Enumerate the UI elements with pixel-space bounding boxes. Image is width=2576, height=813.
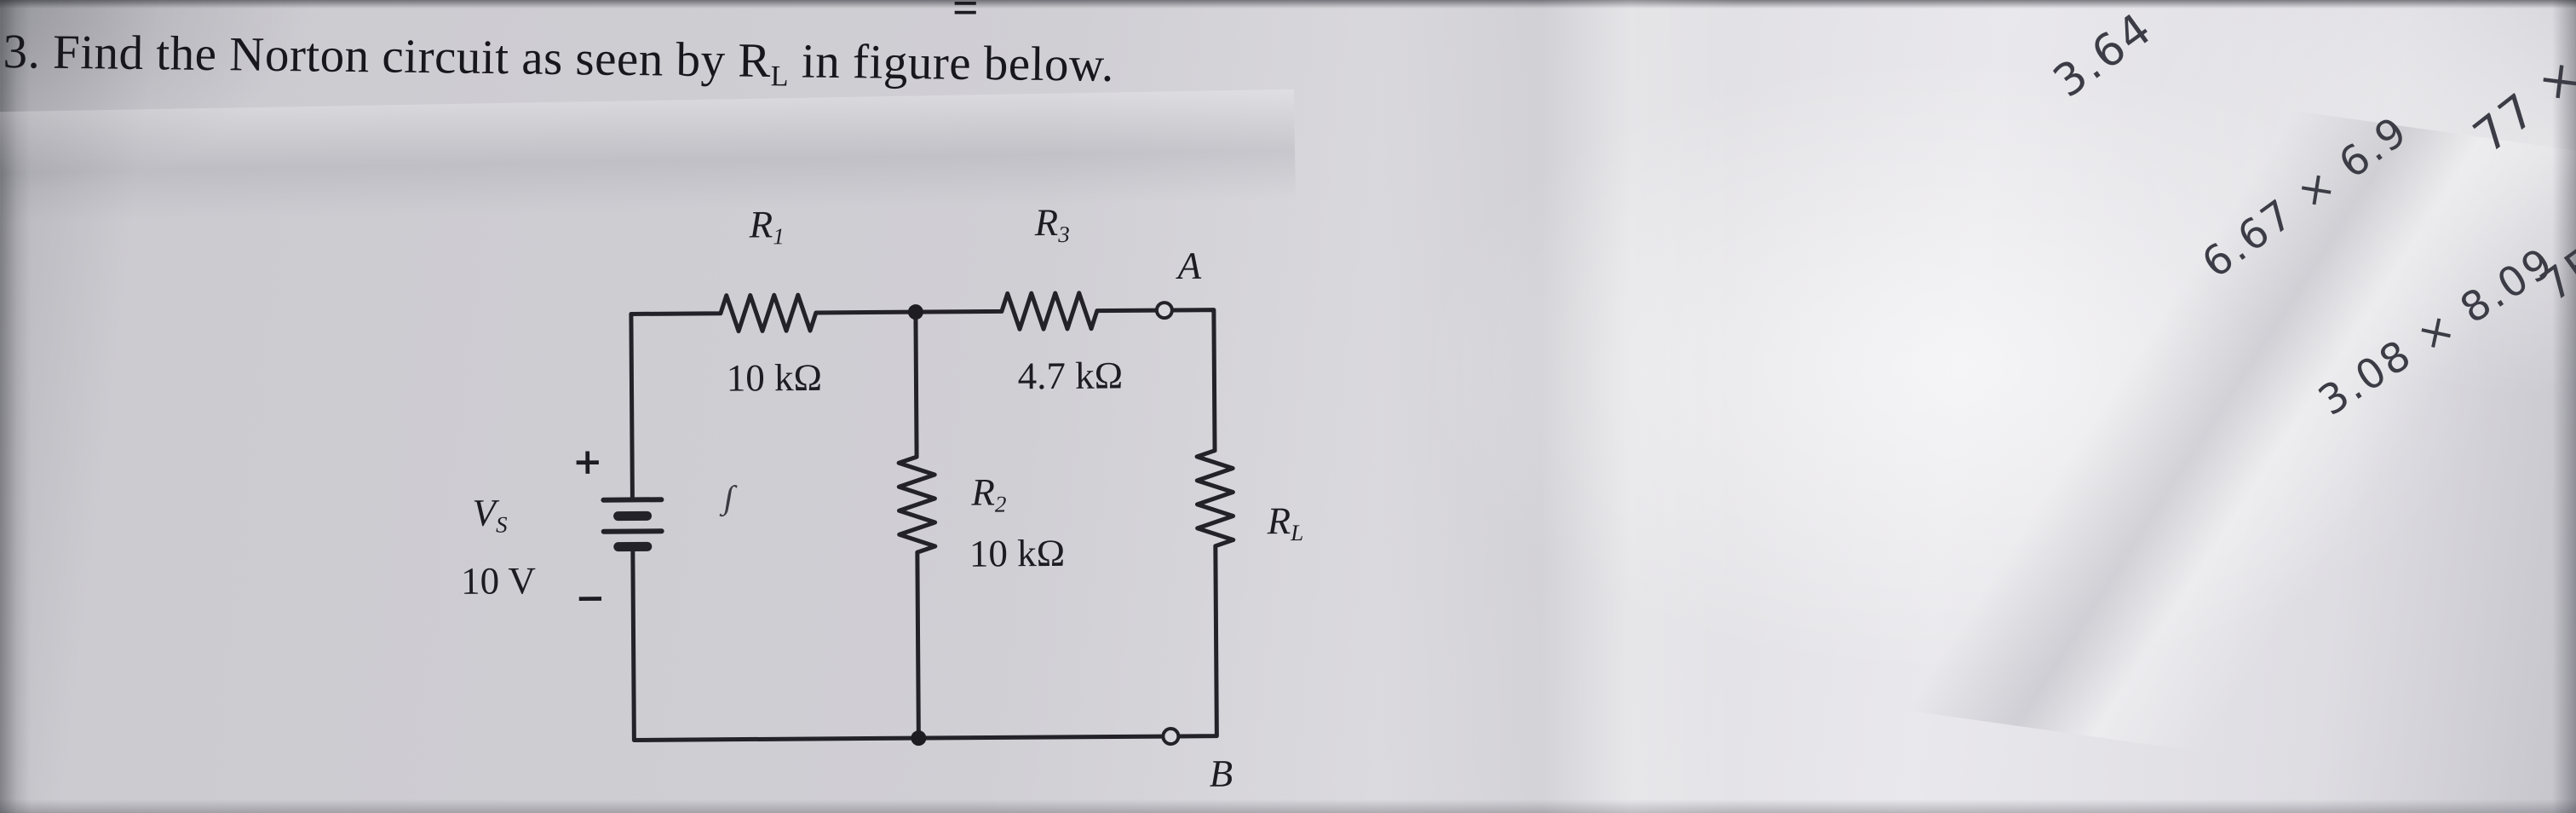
handwritten-note-3: 3.08 × 8.09 [2310, 238, 2563, 425]
r2-value: 10 kΩ [969, 531, 1066, 575]
problem-text-subscript: L [770, 61, 790, 93]
r3-label: R3 [1034, 200, 1070, 248]
terminal-a-circle [1154, 301, 1174, 320]
problem-text-suffix: in figure below. [788, 34, 1115, 92]
terminal-b-label: B [1209, 752, 1233, 795]
circuit-schematic [601, 291, 1236, 747]
r3-value: 4.7 kΩ [1017, 354, 1124, 398]
handwritten-fragment-top-edge: 77 × 77 [2464, 0, 2576, 164]
left-wire [629, 311, 635, 502]
r1-value: 10 kΩ [726, 355, 823, 400]
terminal-b-circle [1161, 727, 1181, 747]
paper-edge-shadow-top [0, 0, 2576, 9]
paper-edge-shadow-right [2552, 0, 2576, 813]
problem-text-prefix: 3. Find the Norton circuit as seen by R [3, 24, 772, 89]
source-label: VS [472, 491, 508, 538]
top-wire-with-r1-r3 [629, 291, 1159, 334]
rl-label: RL [1267, 499, 1304, 546]
cut-off-symbol-fragment: = [952, 0, 979, 33]
paper-crease [1380, 0, 1738, 813]
r2-label: R2 [971, 470, 1007, 517]
node-dot-top [907, 304, 923, 320]
r1-label: R1 [749, 203, 785, 250]
source-value: 10 V [460, 559, 537, 603]
paper-crease [1764, 49, 2576, 804]
right-branch-with-rl [1170, 308, 1236, 739]
battery-symbol [601, 497, 664, 552]
paper-edge-shadow-left [0, 0, 31, 813]
node-dot-bottom [911, 730, 927, 747]
circuit-figure: R1 R3 A 10 kΩ 4.7 kΩ + VS 10 V − ∫ R2 10… [443, 198, 1418, 810]
problem-statement: 3. Find the Norton circuit as seen by RL… [3, 24, 1114, 93]
handwritten-note-2: 6.67 × 6.9 [2194, 107, 2418, 288]
source-minus-sign: − [575, 576, 606, 619]
middle-branch-with-r2 [896, 309, 938, 741]
handwritten-note-1: 3.64 [2044, 2, 2163, 108]
source-plus-sign: + [572, 440, 603, 482]
bottom-wire [630, 543, 1165, 742]
terminal-a-label: A [1177, 244, 1202, 287]
